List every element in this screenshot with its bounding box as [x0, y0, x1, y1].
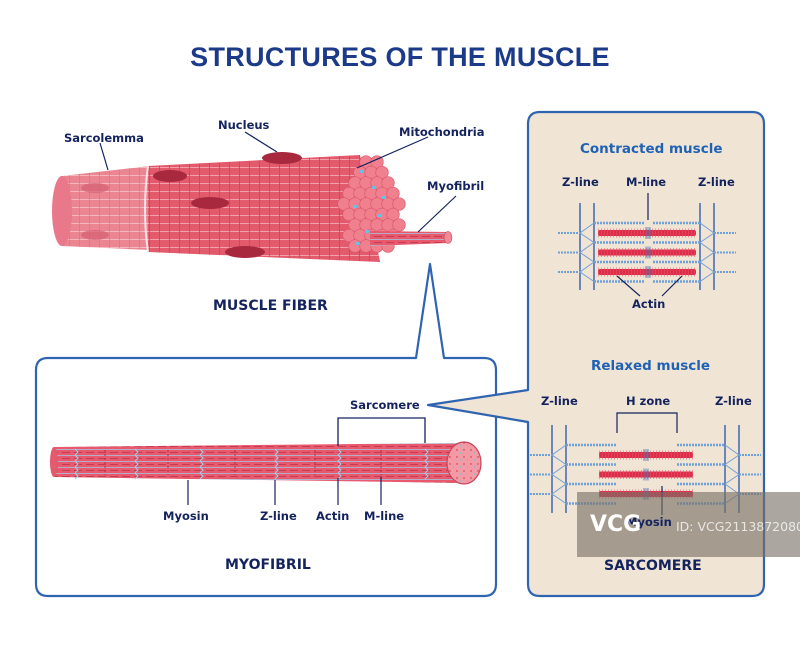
- contracted-m-line-label: M-line: [626, 175, 667, 189]
- relaxed-myosin-label: Myosin: [626, 515, 672, 529]
- sarcomere-bracket: [337, 417, 426, 446]
- muscle-fiber-caption: MUSCLE FIBER: [213, 298, 328, 314]
- nucleus-faded-icon: [81, 183, 109, 193]
- contracted-z-line-right-label: Z-line: [698, 175, 735, 189]
- sarcomere-label: Sarcomere: [350, 398, 420, 412]
- mitochondrion-icon: [382, 196, 386, 199]
- myofibril-body: [54, 443, 464, 483]
- contracted-z-line-left-label: Z-line: [562, 175, 599, 189]
- h-zone-label: H zone: [626, 394, 671, 408]
- nucleus-leader: [244, 131, 278, 153]
- contracted-muscle-title: Contracted muscle: [580, 141, 723, 157]
- sarcolemma-leader: [99, 142, 109, 171]
- watermark-logo: VCG: [590, 512, 642, 537]
- z-line-mark: [274, 448, 279, 480]
- relaxed-muscle-title: Relaxed muscle: [591, 358, 711, 374]
- mitochondria-leader: [356, 136, 429, 169]
- actin-leader-left: [616, 275, 641, 297]
- m-line-label: M-line: [364, 509, 405, 523]
- fiber-body: [148, 155, 380, 262]
- page-title: STRUCTURES OF THE MUSCLE: [190, 42, 610, 72]
- myofibril-z-lines: [74, 448, 429, 480]
- actin-label: Actin: [316, 509, 350, 523]
- mitochondrion-icon: [353, 205, 357, 208]
- nucleus-label: Nucleus: [218, 118, 270, 132]
- nucleus-icon: [153, 170, 187, 182]
- muscle-fiber-illustration: [52, 152, 453, 262]
- myosin-label: Myosin: [163, 509, 209, 523]
- myofibril-cross-section-circle: [392, 197, 406, 211]
- z-line-label: Z-line: [260, 509, 297, 523]
- contracted-actin-label: Actin: [632, 297, 666, 311]
- z-line-mark: [134, 448, 139, 480]
- z-line-mark: [424, 448, 429, 480]
- sarcolemma-end: [52, 176, 72, 246]
- watermark-band: [577, 492, 800, 557]
- watermark-id: ID: VCG211387208009: [676, 519, 800, 534]
- myofibril-leader: [417, 195, 457, 233]
- relaxed-z-line-right-label: Z-line: [715, 394, 752, 408]
- mitochondrion-icon: [356, 242, 360, 245]
- z-line-mark: [74, 448, 79, 480]
- nucleus-icon: [191, 197, 229, 209]
- h-zone-bracket: [616, 412, 678, 433]
- relaxed-z-line-left-label: Z-line: [541, 394, 578, 408]
- nucleus-faded-icon: [81, 230, 109, 240]
- contracted-sarcomere-diagram: [558, 203, 736, 290]
- mitochondrion-icon: [360, 170, 364, 173]
- myofibril-cross-section-circle: [392, 218, 406, 232]
- myofibril-label: Myofibril: [427, 179, 485, 193]
- nucleus-icon: [262, 152, 302, 164]
- actin-leader-right: [661, 275, 683, 297]
- mitochondrion-icon: [372, 186, 376, 189]
- mitochondria-label: Mitochondria: [399, 125, 485, 139]
- sarcolemma-label: Sarcolemma: [64, 131, 144, 145]
- single-myofibril: [370, 231, 448, 246]
- mitochondrion-icon: [378, 214, 382, 217]
- nucleus-icon: [225, 246, 265, 258]
- myofibril-caption: MYOFIBRIL: [225, 557, 311, 573]
- myofibril-box: [34, 262, 498, 598]
- mitochondrion-icon: [365, 230, 369, 233]
- z-line-mark: [337, 448, 342, 480]
- sarcomere-caption: SARCOMERE: [604, 558, 702, 574]
- z-line-mark: [199, 448, 204, 480]
- myofibril-illustration: [50, 441, 482, 485]
- myofibril-cross-section: [446, 441, 482, 485]
